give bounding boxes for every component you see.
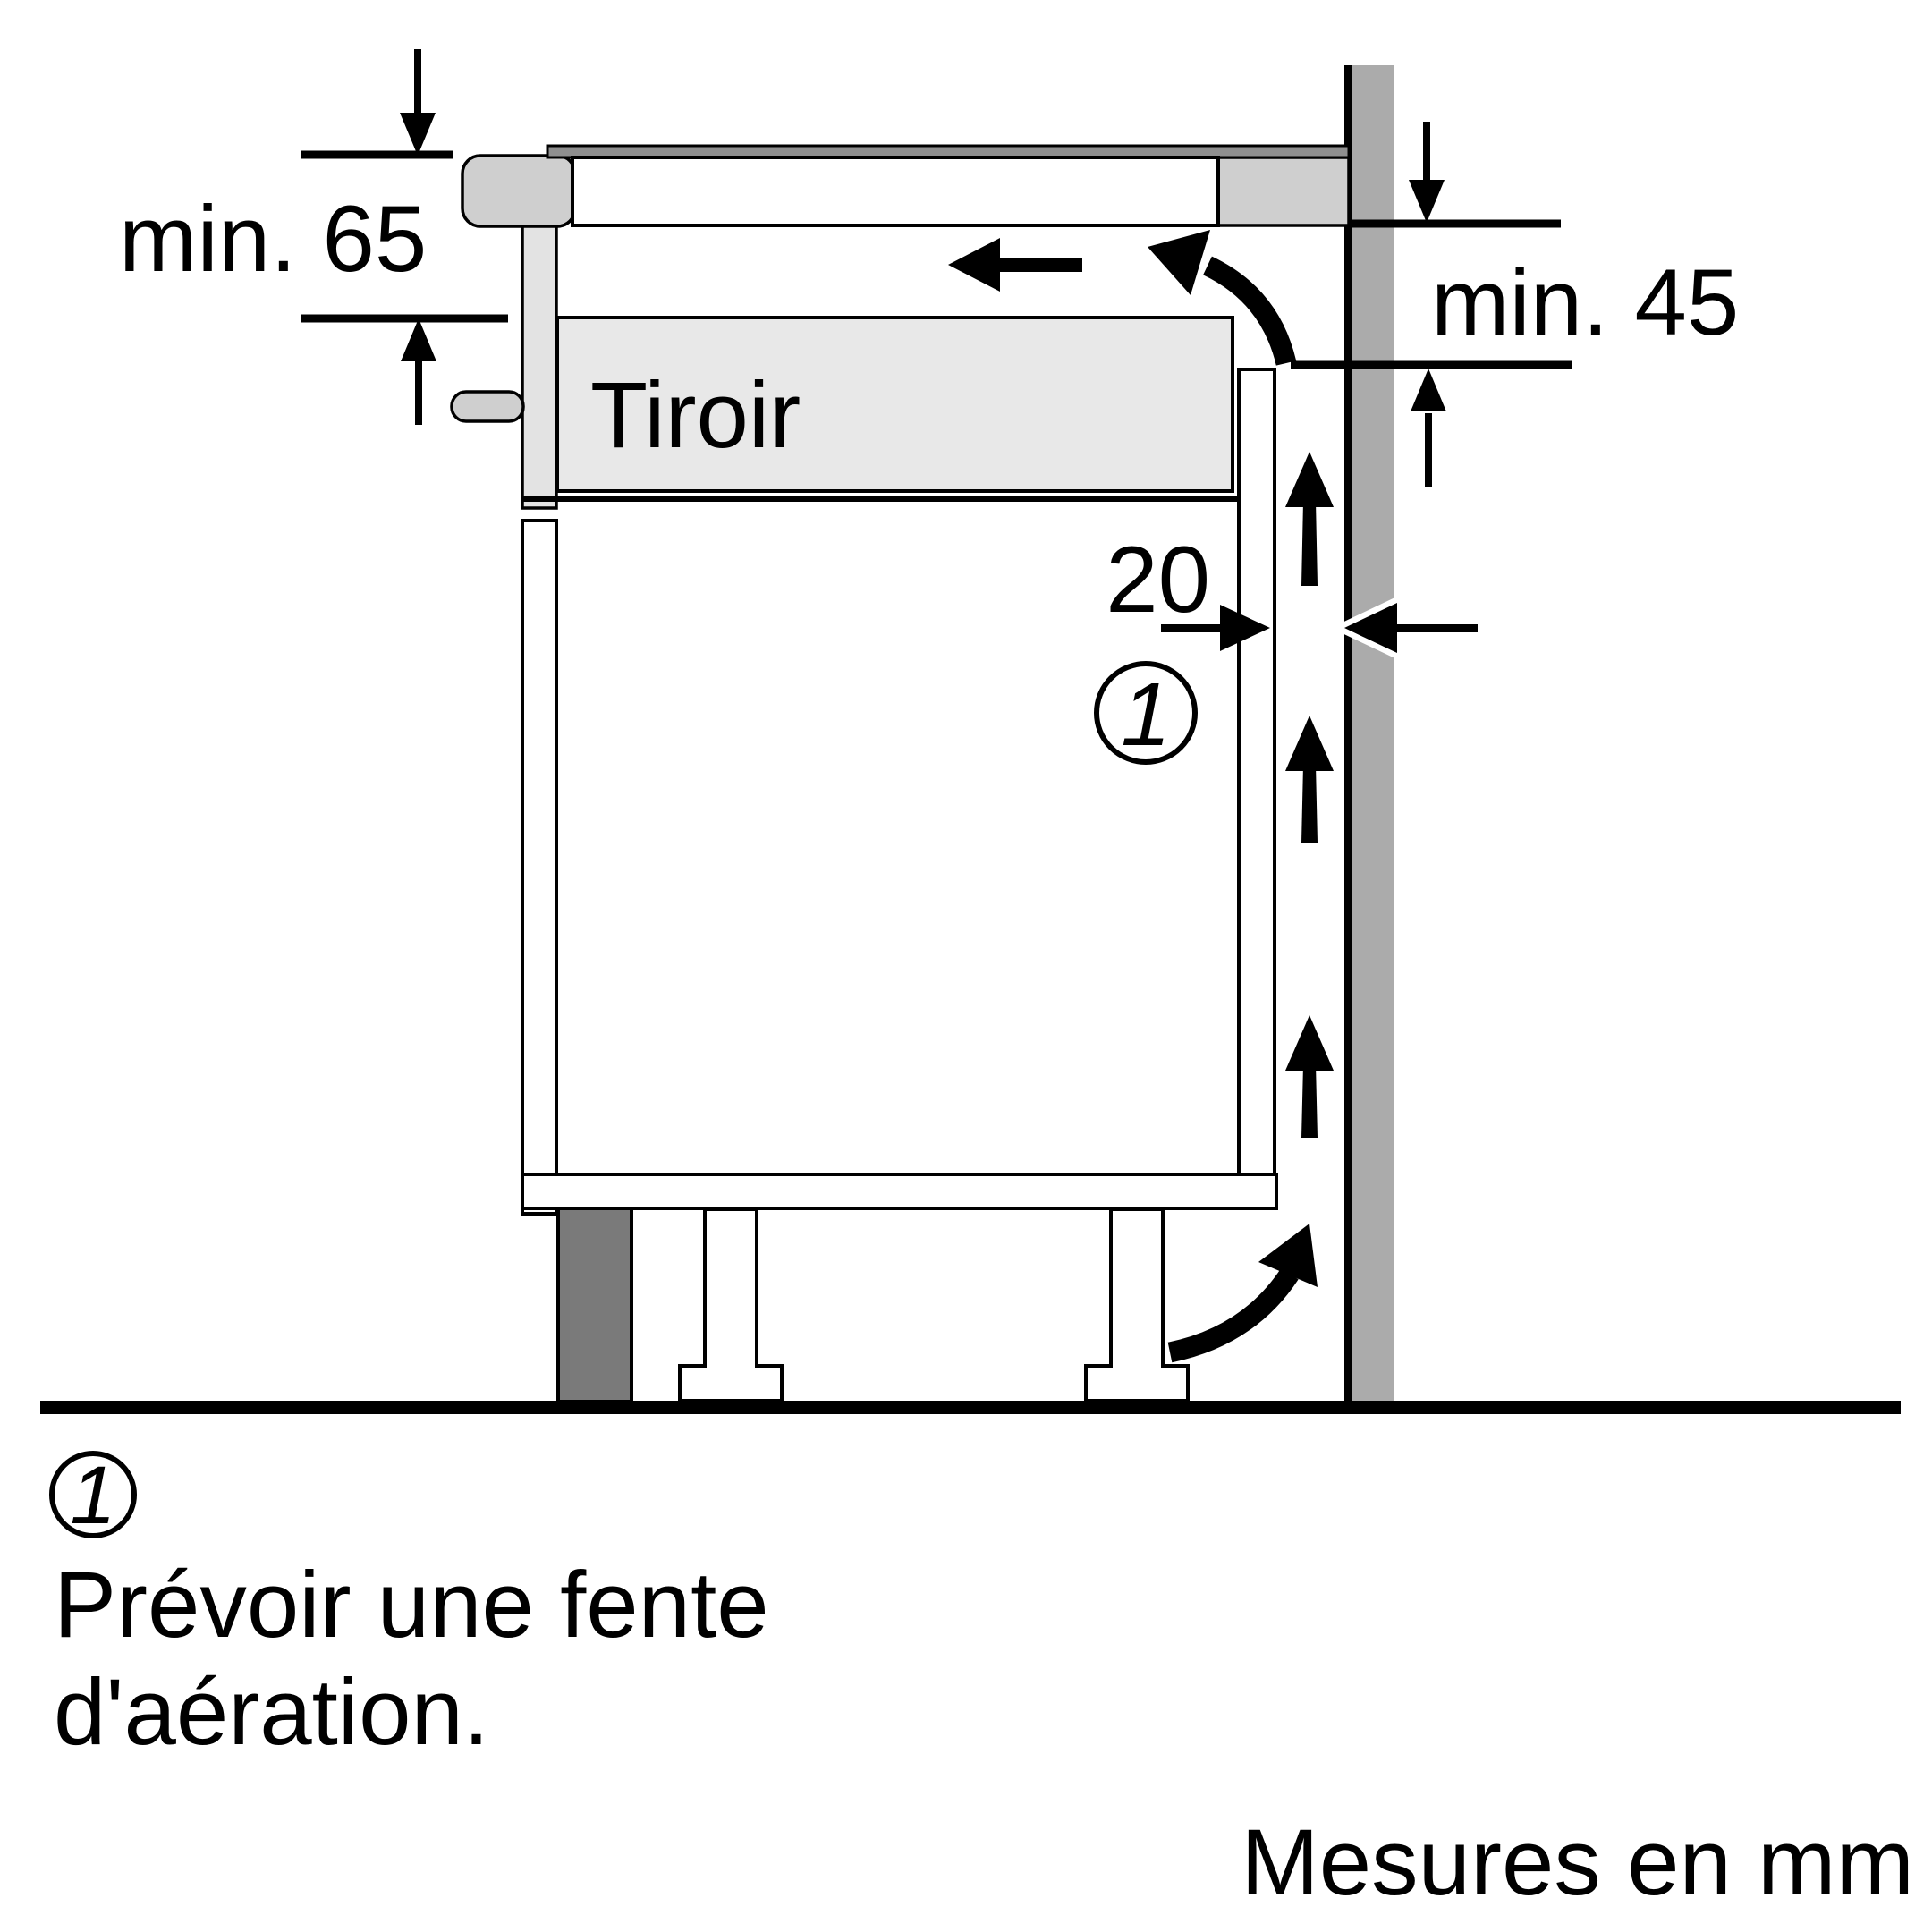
dim-label-20: 20 — [1106, 528, 1210, 632]
cooktop-body — [571, 156, 1220, 227]
airflow-arrow-left-icon — [948, 238, 1082, 292]
dim-arrow-up-icon — [401, 318, 436, 425]
dimension-side-clearance: min. 45 — [1291, 122, 1739, 487]
fixing-tab — [450, 390, 525, 423]
drawer-box — [555, 316, 1234, 493]
callout-number: 1 — [1121, 665, 1171, 765]
cooktop-left-trim — [461, 154, 577, 228]
dim-arrow-left-icon — [1330, 593, 1478, 663]
cabinet-left-wall — [521, 519, 558, 1216]
drawer-label: Tiroir — [590, 363, 801, 468]
plinth — [556, 1207, 633, 1403]
floor-line — [40, 1401, 1901, 1414]
airflow-curved-arrow-bottom-icon — [1167, 1224, 1318, 1363]
legend-text-line2: d'aération. — [54, 1660, 489, 1765]
cabinet-bottom-board — [521, 1173, 1278, 1210]
legend-number: 1 — [70, 1450, 115, 1541]
units-note: Mesures en mm — [1241, 1810, 1914, 1915]
airflow-arrow-up-icon — [1285, 452, 1334, 586]
cabinet-leg-left — [678, 1208, 784, 1402]
airflow-arrow-up-icon — [1285, 716, 1334, 843]
dim-label-min65: min. 65 — [119, 187, 427, 292]
cabinet-leg-right — [1084, 1208, 1190, 1402]
dim-arrow-down-icon — [400, 49, 436, 156]
callout-circle — [1094, 661, 1198, 765]
dim-label-min45: min. 45 — [1431, 250, 1739, 355]
wall-edge-line — [1344, 65, 1352, 1402]
dimension-vent-gap: 20 — [1106, 528, 1478, 663]
callout-1-marker: 1 — [1094, 661, 1198, 765]
dim-arrow-right-icon — [1161, 605, 1270, 651]
wall-surface — [1351, 65, 1394, 1402]
cooktop-side-frame — [521, 225, 558, 510]
airflow — [948, 230, 1334, 1363]
airflow-curved-arrow-top-icon — [1148, 230, 1297, 366]
drawer: Tiroir — [522, 316, 1239, 502]
dimension-top-clearance: min. 65 — [119, 49, 508, 425]
dim-arrow-up-icon — [1411, 369, 1446, 487]
cabinet — [521, 368, 1278, 1403]
legend-text-line1: Prévoir une fente — [54, 1553, 769, 1657]
cooktop-right-spacer — [1215, 156, 1351, 227]
cabinet-back-panel — [1237, 368, 1276, 1178]
airflow-arrow-up-icon — [1285, 1015, 1334, 1138]
cooktop — [450, 144, 1351, 510]
legend: 1 Prévoir une fente d'aération. — [49, 1450, 769, 1765]
wall — [1344, 65, 1394, 1402]
legend-circle — [49, 1451, 137, 1538]
dim-arrow-down-icon — [1409, 122, 1445, 223]
